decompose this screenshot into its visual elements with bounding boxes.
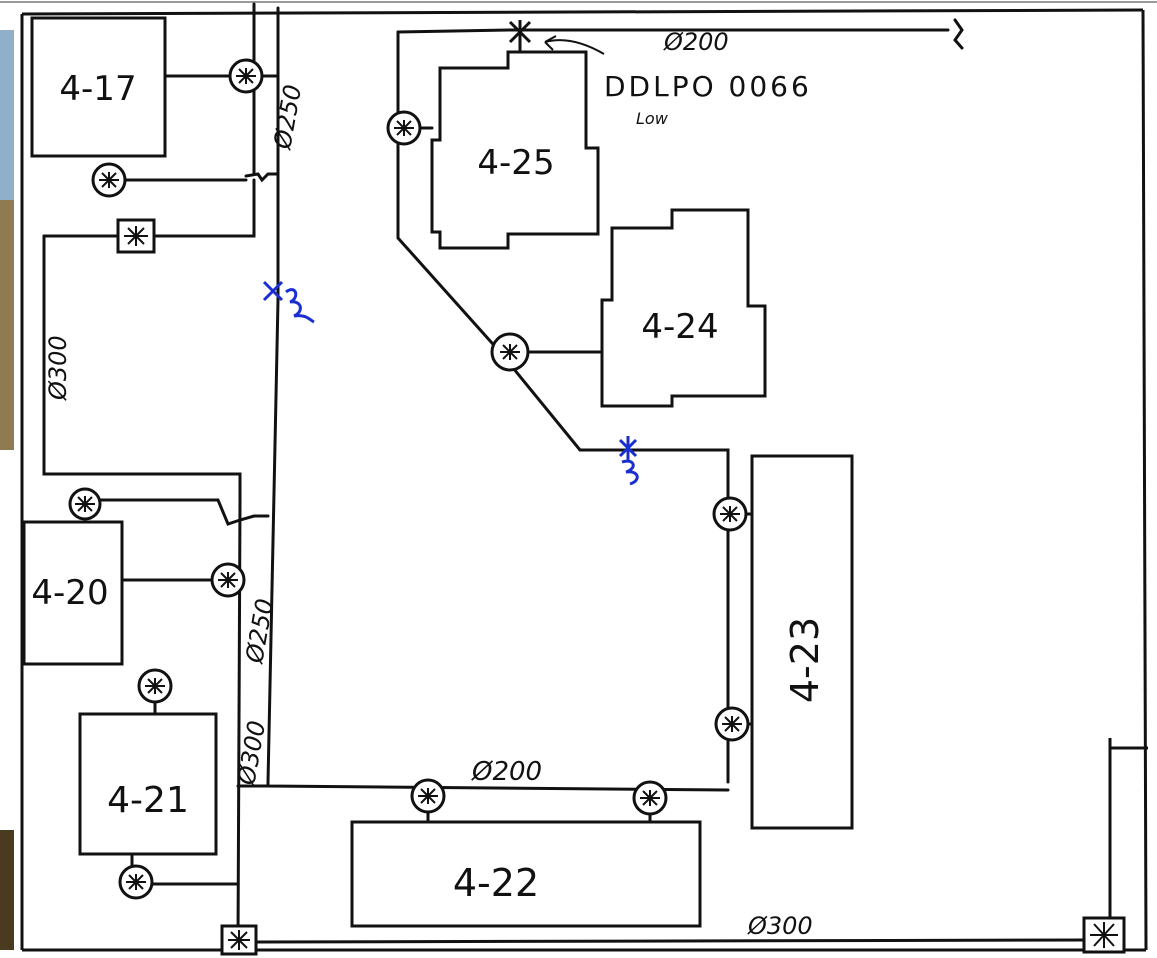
damage-mark-icon <box>262 280 315 324</box>
valve-circle-icon <box>137 668 173 704</box>
buildings <box>22 16 1148 930</box>
pipe-branch-square-valve <box>42 178 256 238</box>
valve-circle-icon <box>714 706 750 742</box>
valve-circle-icon <box>68 487 102 521</box>
damage-mark-icon <box>618 436 639 486</box>
note-arrow-head-icon <box>544 35 557 51</box>
note-main: DDLPO 0066 <box>604 70 812 103</box>
label-building-4-21: 4-21 <box>107 780 189 821</box>
pipe-label-left-vertical-lower: Ø250 <box>240 596 279 666</box>
building-4-25 <box>430 50 600 250</box>
valve-square-icon <box>1082 916 1126 954</box>
valve-square-icon <box>116 218 156 254</box>
valves <box>68 58 750 900</box>
building-4-24 <box>600 208 767 408</box>
building-labels: 4-17 4-20 4-21 4-22 4-23 4-24 4-25 <box>31 69 827 905</box>
note-sub: Low <box>636 109 669 128</box>
valve-circle-icon <box>210 562 246 598</box>
pipe-bottom-right <box>254 938 1088 944</box>
valve-circle-icon <box>228 58 264 94</box>
valve-circle-icon <box>490 332 530 372</box>
note-arrow-icon <box>544 39 605 55</box>
building-4-20 <box>22 520 124 666</box>
valve-square-icon <box>220 924 258 956</box>
damage-marks <box>262 280 639 486</box>
pipe-4-20-top <box>98 498 270 526</box>
label-building-4-25: 4-25 <box>477 143 554 183</box>
label-building-4-17: 4-17 <box>59 69 136 109</box>
building-4-23 <box>750 454 854 830</box>
pipe-label-bottom-middle: Ø200 <box>471 757 542 787</box>
valve-circle-icon <box>712 496 748 532</box>
pipe-main-vertical <box>266 6 280 784</box>
building-4-21 <box>78 712 218 856</box>
photo-sky-strip <box>0 30 14 200</box>
pipe-label-top-right: Ø200 <box>663 28 729 56</box>
valve-circle-icon <box>91 162 127 198</box>
pipe-top <box>396 18 964 50</box>
pipe-network <box>42 2 1088 944</box>
pipe-label-left-vertical-upper: Ø250 <box>268 82 307 152</box>
label-building-4-23: 4-23 <box>783 617 827 703</box>
valve-circle-icon <box>118 864 154 900</box>
valve-circle-icon <box>632 780 668 816</box>
label-building-4-24: 4-24 <box>641 307 718 347</box>
building-4-22 <box>350 820 702 928</box>
top-marker-icon <box>508 20 532 44</box>
pipe-label-bottom-right: Ø300 <box>747 912 813 940</box>
building-4-17 <box>30 16 167 158</box>
photo-grass-strip <box>0 200 14 450</box>
square-valves <box>116 218 1126 956</box>
photo-edge <box>0 30 14 950</box>
valve-circle-icon <box>410 778 446 814</box>
label-building-4-20: 4-20 <box>31 573 108 613</box>
valve-circle-icon <box>386 110 422 146</box>
photo-dark-strip <box>0 830 14 950</box>
label-building-4-22: 4-22 <box>453 861 539 905</box>
pipe-label-left-main: Ø300 <box>44 335 72 401</box>
pipe-left-main <box>42 234 242 504</box>
note: DDLPO 0066 Low <box>604 70 812 128</box>
pipe-diagonal-loop <box>396 30 730 784</box>
